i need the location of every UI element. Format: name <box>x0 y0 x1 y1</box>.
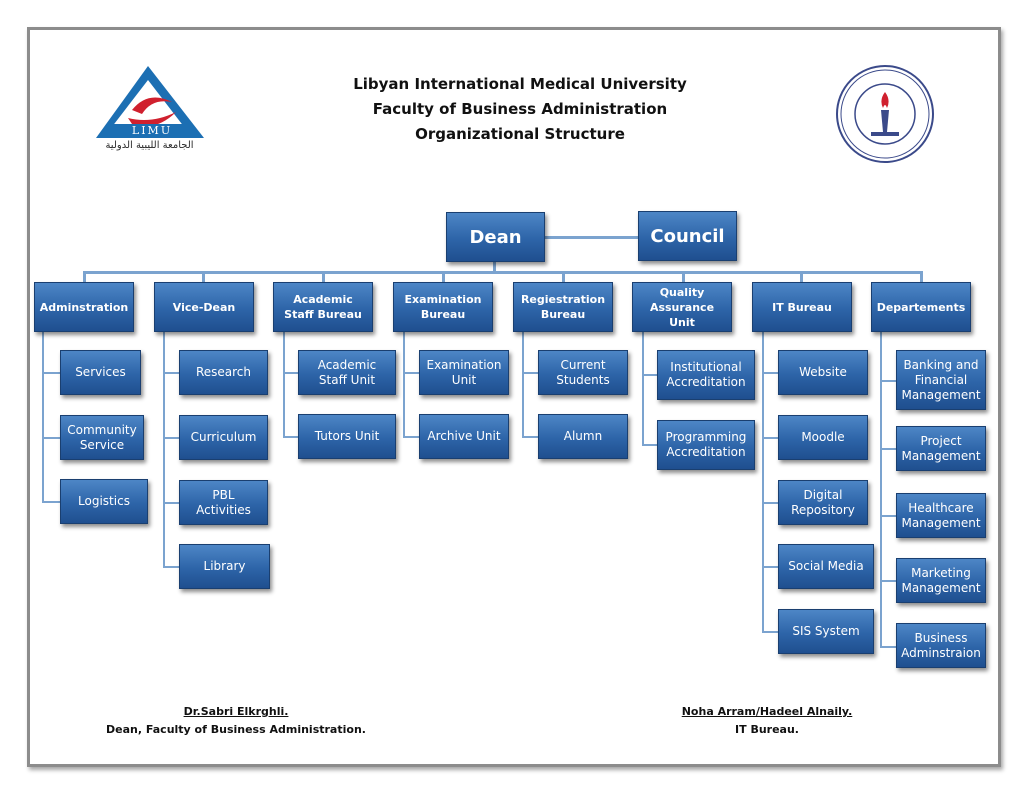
tick <box>283 436 298 438</box>
connector-drop <box>920 271 923 283</box>
connector-drop <box>202 271 205 283</box>
title-university: Libyan International Medical University <box>353 75 687 93</box>
spine-departements <box>880 332 882 647</box>
unit-box: Services <box>60 350 141 395</box>
dept-departements: Departements <box>871 282 971 332</box>
connector-drop <box>682 271 685 283</box>
limu-logo-arabic: الجامعة الليبية الدولية <box>105 140 194 151</box>
limu-logo: LIMU الجامعة الليبية الدولية <box>92 62 212 157</box>
unit-box: Library <box>179 544 270 589</box>
unit-box: Moodle <box>778 415 868 460</box>
tick <box>163 437 179 439</box>
title-structure: Organizational Structure <box>415 125 625 143</box>
tick <box>642 374 657 376</box>
connector-drop <box>562 271 565 283</box>
tick <box>522 436 538 438</box>
unit-box: Research <box>179 350 268 395</box>
tick <box>880 448 896 450</box>
tick <box>762 437 778 439</box>
unit-box: Business Adminstraion <box>896 623 986 668</box>
unit-box: Marketing Management <box>896 558 986 603</box>
connector-drop <box>442 271 445 283</box>
title-faculty: Faculty of Business Administration <box>372 100 668 118</box>
dean-box: Dean <box>446 212 545 262</box>
limu-logo-icon <box>96 66 204 138</box>
dept-it-bureau: IT Bureau <box>752 282 852 332</box>
tick <box>880 515 896 517</box>
tick <box>163 566 179 568</box>
tick <box>762 631 778 633</box>
council-box: Council <box>638 211 737 261</box>
tick <box>403 436 419 438</box>
dept-examination-bureau: Examination Bureau <box>393 282 493 332</box>
tick <box>880 646 896 648</box>
tick <box>42 372 60 374</box>
unit-box: Tutors Unit <box>298 414 396 459</box>
seal-icon <box>836 65 934 163</box>
spine-adminstration <box>42 332 44 502</box>
unit-box: Alumn <box>538 414 628 459</box>
dept-vice-dean: Vice-Dean <box>154 282 254 332</box>
connector-dean-down <box>493 262 496 274</box>
tick <box>403 372 419 374</box>
spine-academic-staff <box>283 332 285 437</box>
tick <box>42 437 60 439</box>
signature-right-role: IT Bureau. <box>735 723 799 736</box>
signature-right: Noha Arram/Hadeel Alnaily. IT Bureau. <box>672 705 862 736</box>
unit-box: Programming Accreditation <box>657 420 755 470</box>
spine-quality <box>642 332 644 445</box>
unit-box: Website <box>778 350 868 395</box>
tick <box>163 372 179 374</box>
spine-it-bureau <box>762 332 764 632</box>
connector-drop <box>800 271 803 283</box>
tick <box>42 501 60 503</box>
unit-box: Digital Repository <box>778 480 868 525</box>
connector-main-horizontal <box>83 271 923 274</box>
tick <box>522 372 538 374</box>
unit-box: Banking and Financial Management <box>896 350 986 410</box>
spine-vice-dean <box>163 332 165 567</box>
connector-drop <box>322 271 325 283</box>
signature-left-name: Dr.Sabri Elkrghli. <box>183 705 289 718</box>
signature-left: Dr.Sabri Elkrghli. Dean, Faculty of Busi… <box>100 705 372 736</box>
tick <box>880 580 896 582</box>
unit-box: Academic Staff Unit <box>298 350 396 395</box>
unit-box: PBL Activities <box>179 480 268 525</box>
connector-drop <box>83 271 86 283</box>
tick <box>283 372 298 374</box>
unit-box: Examination Unit <box>419 350 509 395</box>
unit-box: Project Management <box>896 426 986 471</box>
signature-right-name: Noha Arram/Hadeel Alnaily. <box>681 705 853 718</box>
signature-left-role: Dean, Faculty of Business Administration… <box>106 723 366 736</box>
connector-dean-council <box>545 236 638 239</box>
unit-box: Healthcare Management <box>896 493 986 538</box>
tick <box>762 566 778 568</box>
unit-box: Archive Unit <box>419 414 509 459</box>
dept-academic-staff-bureau: Academic Staff Bureau <box>273 282 373 332</box>
tick <box>880 380 896 382</box>
limu-logo-text: LIMU <box>131 124 173 137</box>
unit-box: SIS System <box>778 609 874 654</box>
unit-box: Social Media <box>778 544 874 589</box>
spine-examination <box>403 332 405 437</box>
dept-adminstration: Adminstration <box>34 282 134 332</box>
university-seal <box>835 64 935 164</box>
tick <box>163 502 179 504</box>
tick <box>642 444 657 446</box>
tick <box>762 502 778 504</box>
unit-box: Institutional Accreditation <box>657 350 755 400</box>
spine-registration <box>522 332 524 437</box>
unit-box: Logistics <box>60 479 148 524</box>
dept-quality-assurance: Quality Assurance Unit <box>632 282 732 332</box>
unit-box: Current Students <box>538 350 628 395</box>
tick <box>762 372 778 374</box>
unit-box: Community Service <box>60 415 144 460</box>
unit-box: Curriculum <box>179 415 268 460</box>
dept-registration-bureau: Regiestration Bureau <box>513 282 613 332</box>
